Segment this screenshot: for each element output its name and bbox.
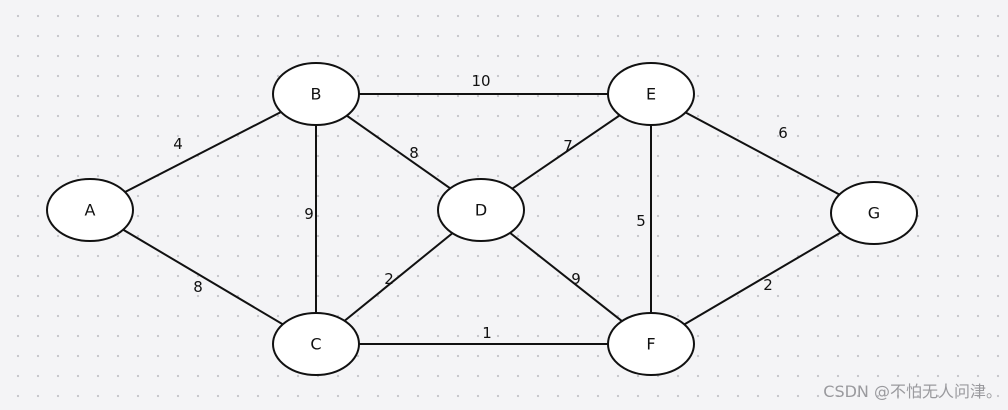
- edge-weight-b-d: 8: [409, 144, 419, 162]
- node-label-d: D: [475, 201, 487, 220]
- edge-weight-e-g: 6: [778, 124, 788, 142]
- node-shape-d: [437, 178, 525, 242]
- edge-weight-c-d: 2: [384, 270, 394, 288]
- node-shape-g: [830, 181, 918, 245]
- edge-weight-d-e: 7: [563, 137, 573, 155]
- edge-weight-b-c: 9: [304, 205, 314, 223]
- edge-a-c: [89, 209, 317, 345]
- watermark: CSDN @不怕无人问津。: [823, 382, 1002, 401]
- node-b: B: [272, 62, 360, 126]
- node-label-g: G: [868, 204, 880, 223]
- node-e: E: [607, 62, 695, 126]
- edge-weight-a-c: 8: [193, 278, 203, 296]
- node-d: D: [437, 178, 525, 242]
- node-c: C: [272, 312, 360, 376]
- node-shape-f: [607, 312, 695, 376]
- edge-f-g: [650, 212, 875, 345]
- node-shape-a: [46, 178, 134, 242]
- node-f: F: [607, 312, 695, 376]
- node-label-a: A: [85, 201, 96, 220]
- node-label-e: E: [646, 85, 656, 104]
- node-label-b: B: [311, 85, 322, 104]
- node-label-f: F: [646, 335, 655, 354]
- node-shape-e: [607, 62, 695, 126]
- edge-weights-layer: 4 8 9 8 10 2 1 7 9 5 6 2: [173, 72, 788, 342]
- edge-weight-d-f: 9: [571, 270, 581, 288]
- node-label-c: C: [310, 335, 321, 354]
- edge-weight-c-f: 1: [482, 324, 492, 342]
- node-a: A: [46, 178, 134, 242]
- node-shape-b: [272, 62, 360, 126]
- edge-a-b: [89, 93, 317, 211]
- edge-weight-b-e: 10: [471, 72, 490, 90]
- node-shape-c: [272, 312, 360, 376]
- edge-weight-a-b: 4: [173, 135, 183, 153]
- edge-weight-f-g: 2: [763, 276, 773, 294]
- nodes-layer: A B C D E F G: [46, 62, 918, 376]
- node-g: G: [830, 181, 918, 245]
- edge-weight-e-f: 5: [636, 212, 646, 230]
- edge-e-g: [650, 93, 875, 214]
